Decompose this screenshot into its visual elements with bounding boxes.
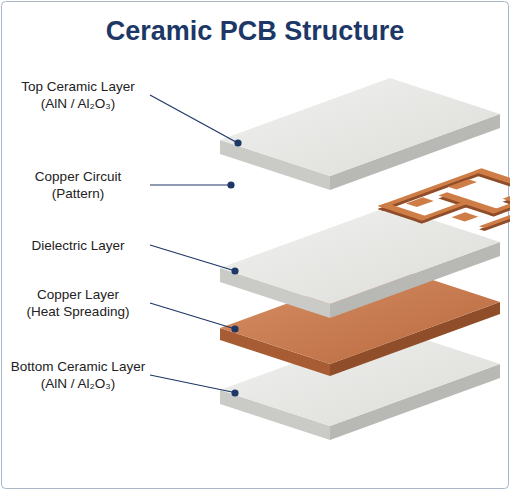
layer-label: Copper Layer (Heat Spreading) bbox=[21, 286, 135, 320]
diagram-title: Ceramic PCB Structure bbox=[0, 16, 510, 47]
layer-label: Bottom Ceramic Layer (AlN / Al₂O₃) bbox=[10, 358, 146, 392]
layer-label: Top Ceramic Layer (AlN / Al₂O₃) bbox=[16, 78, 140, 112]
leader-lines bbox=[150, 95, 241, 396]
layer-label: Copper Circuit (Pattern) bbox=[22, 168, 134, 202]
top-ceramic-plate bbox=[220, 78, 500, 190]
dielectric-plate bbox=[220, 206, 500, 318]
layer-label: Dielectric Layer bbox=[13, 237, 143, 254]
